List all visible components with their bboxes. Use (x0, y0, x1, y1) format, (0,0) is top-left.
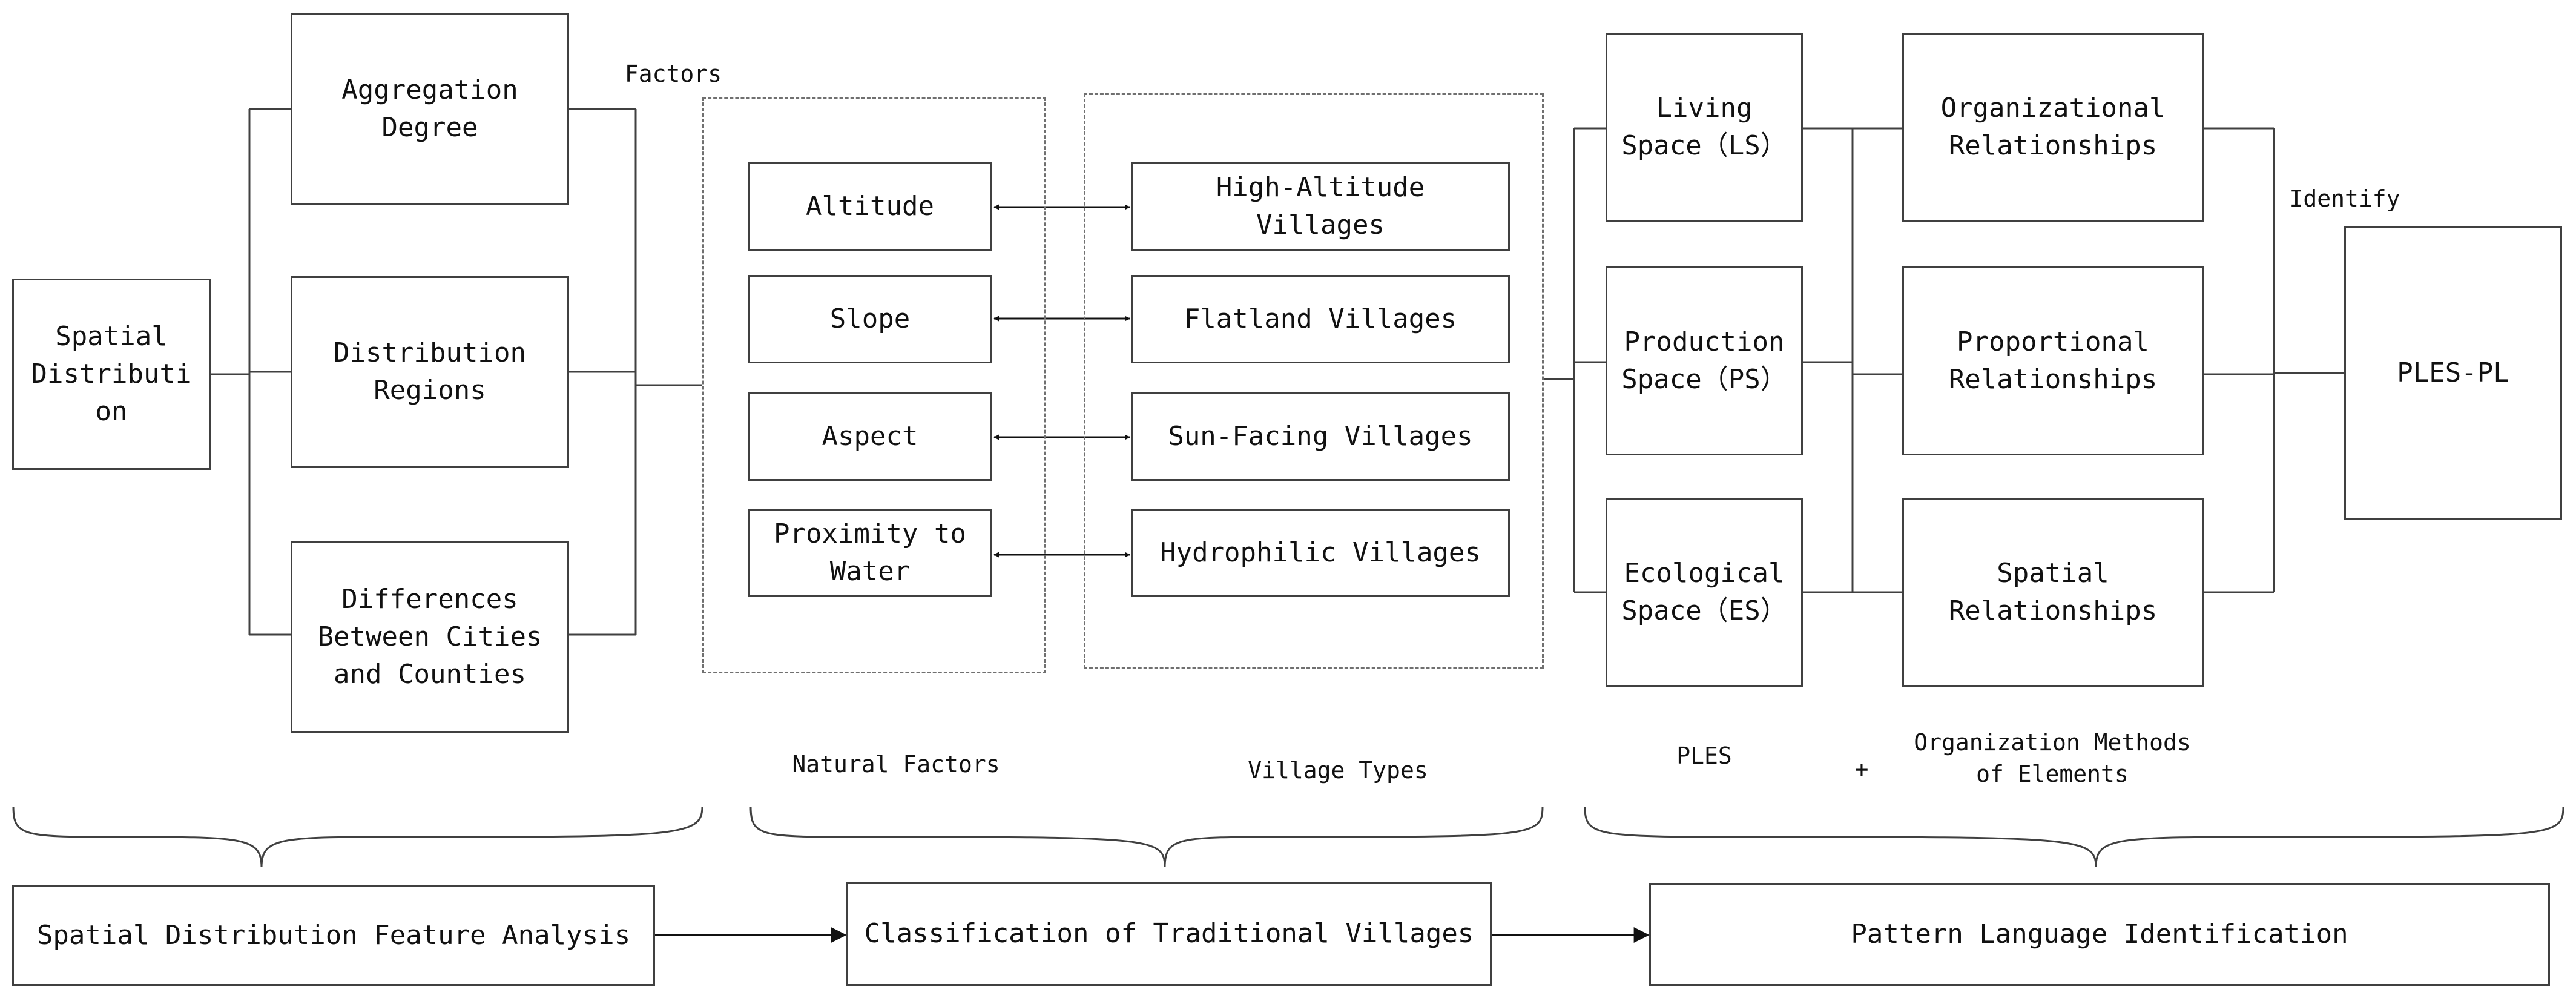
flatland-villages-box: Flatland Villages (1131, 275, 1510, 363)
feature-analysis-box: Spatial Distribution Feature Analysis (12, 885, 655, 986)
differences-box: Differences Between Cities and Counties (291, 541, 569, 733)
identify-label: Identify (2289, 185, 2400, 212)
hydrophilic-villages-box: Hydrophilic Villages (1131, 509, 1510, 597)
curly-brace-middle (749, 806, 1544, 868)
proportional-relationships-box: Proportional Relationships (1902, 266, 2204, 455)
village-types-label: Village Types (1248, 757, 1428, 784)
altitude-box: Altitude (748, 162, 992, 251)
sun-facing-villages-box: Sun-Facing Villages (1131, 392, 1510, 481)
pattern-language-box: Pattern Language Identification (1649, 883, 2550, 986)
slope-box: Slope (748, 275, 992, 363)
production-space-box: Production Space（PS） (1606, 266, 1803, 455)
living-space-box: Living Space（LS） (1606, 33, 1803, 222)
curly-brace-right (1584, 806, 2564, 868)
high-altitude-villages-box: High-Altitude Villages (1131, 162, 1510, 251)
aggregation-degree-box: Aggregation Degree (291, 13, 569, 205)
spatial-distribution-box: Spatial Distributi on (12, 279, 211, 470)
ecological-space-box: Ecological Space（ES） (1606, 498, 1803, 687)
aspect-box: Aspect (748, 392, 992, 481)
factors-label: Factors (624, 61, 722, 87)
natural-factors-label: Natural Factors (792, 751, 1000, 778)
distribution-regions-box: Distribution Regions (291, 276, 569, 468)
village-types-frame (1084, 93, 1544, 669)
organizational-relationships-box: Organizational Relationships (1902, 33, 2204, 222)
natural-factors-frame (702, 97, 1046, 673)
spatial-relationships-box: Spatial Relationships (1902, 498, 2204, 687)
ples-pl-box: PLES-PL (2344, 226, 2562, 520)
proximity-box: Proximity to Water (748, 509, 992, 597)
classification-box: Classification of Traditional Villages (846, 882, 1492, 986)
organization-methods-label: Organization Methods of Elements (1914, 729, 2191, 787)
ples-label: PLES (1676, 742, 1732, 769)
curly-brace-left (12, 806, 703, 868)
plus-label: + (1854, 756, 1869, 782)
